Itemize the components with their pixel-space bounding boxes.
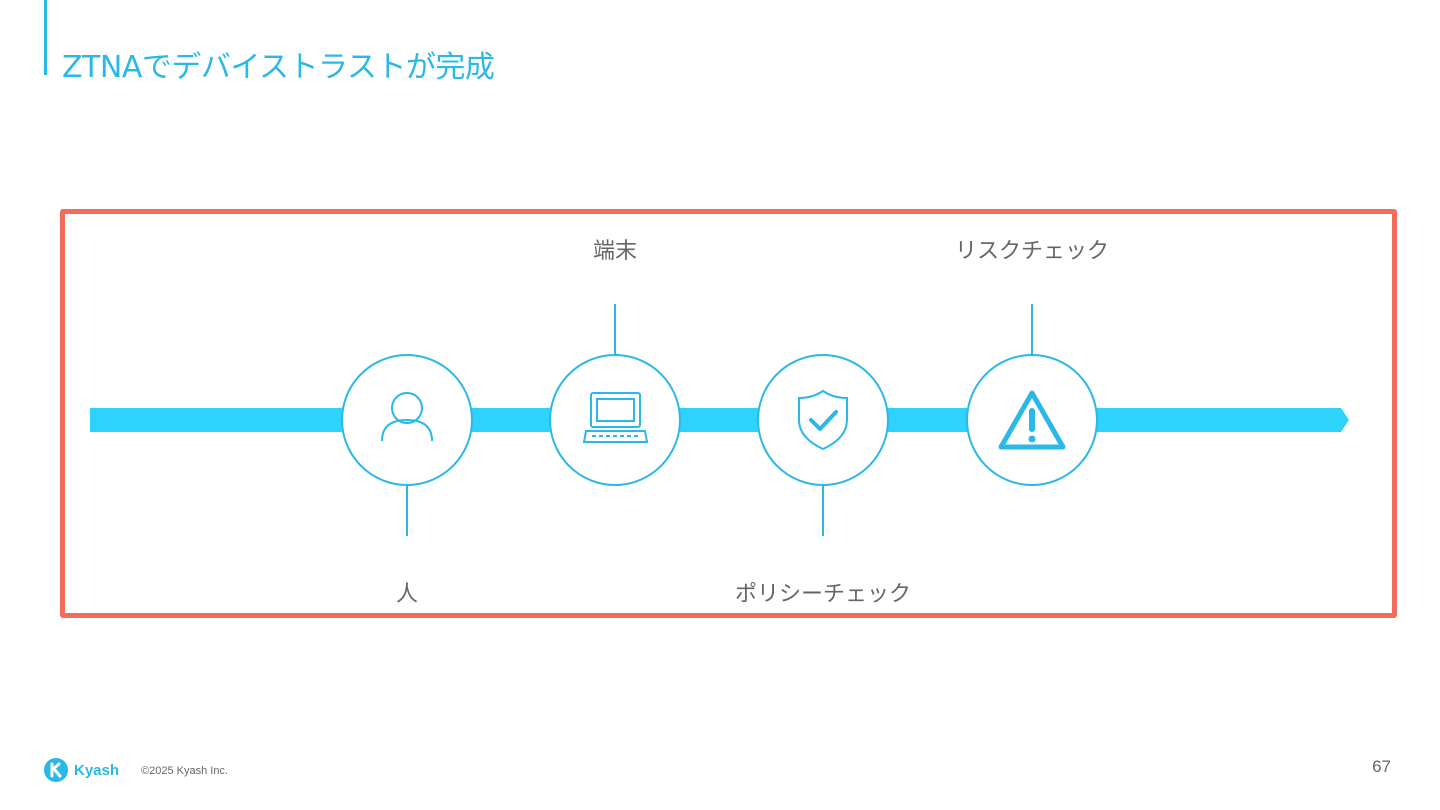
warning-icon xyxy=(998,390,1066,450)
step-label-risk: リスクチェック xyxy=(954,239,1110,264)
step-label-policy: ポリシーチェック xyxy=(734,582,912,607)
step-label-person: 人 xyxy=(395,582,419,607)
kyash-logo-mark xyxy=(44,758,68,782)
highlight-frame xyxy=(60,209,1397,618)
step-policy xyxy=(757,354,889,486)
flow-arrow xyxy=(90,408,1349,432)
shield-check-icon xyxy=(798,389,848,451)
person-icon xyxy=(381,392,433,442)
slide-title: ZTNAでデバイストラストが完成 xyxy=(62,50,495,85)
step-device xyxy=(549,354,681,486)
kyash-logo-text: Kyash xyxy=(74,761,120,779)
copyright: ©2025 Kyash Inc. xyxy=(141,765,228,777)
step-label-device: 端末 xyxy=(592,239,638,264)
title-accent-bar xyxy=(44,0,47,75)
kyash-logo: Kyash xyxy=(44,758,119,782)
laptop-icon xyxy=(582,392,649,443)
step-risk xyxy=(966,354,1098,486)
step-person xyxy=(341,354,473,486)
page-number: 67 xyxy=(1372,757,1391,776)
